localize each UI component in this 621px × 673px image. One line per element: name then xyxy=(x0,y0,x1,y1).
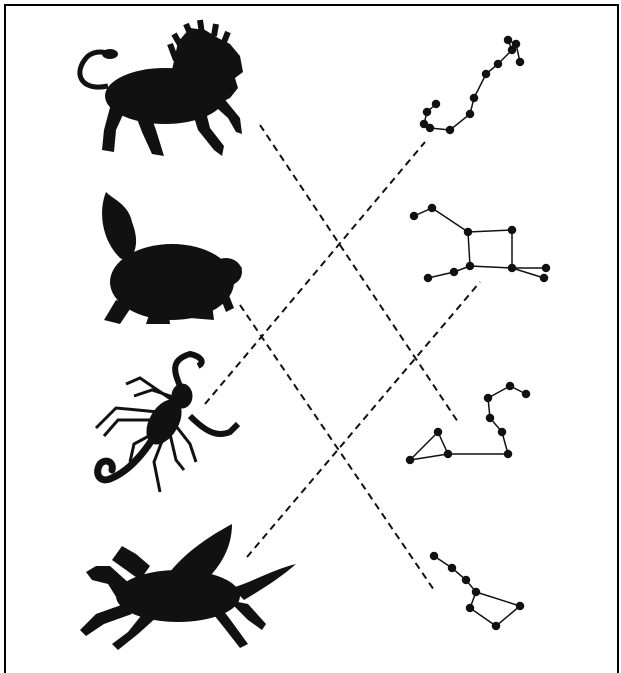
matching-worksheet xyxy=(0,0,621,673)
worksheet-canvas xyxy=(0,0,621,673)
